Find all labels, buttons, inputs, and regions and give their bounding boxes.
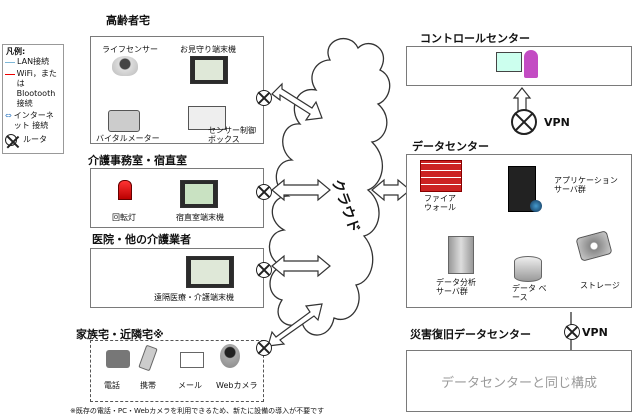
elderly-home-title: 高齢者宅: [106, 14, 150, 27]
duty-terminal-label: 宿直室端末機: [176, 213, 224, 222]
globe-icon: [530, 200, 542, 212]
vital-meter-label: バイタルメーター: [96, 134, 160, 143]
monitor-icon: [190, 56, 228, 84]
life-sensor-label: ライフセンサー: [102, 45, 158, 54]
family-box: [90, 340, 264, 402]
camera-icon: [112, 56, 138, 76]
router-care: [256, 184, 272, 200]
sensor-box-icon: [188, 106, 226, 130]
router-hospital: [256, 262, 272, 278]
internet-arrow-icon: ⇔: [5, 111, 12, 120]
data-center-title: データセンター: [412, 140, 489, 153]
duty-terminal-icon: [180, 180, 218, 208]
care-office-title: 介護事務室・宿直室: [88, 154, 187, 167]
wifi-line-sample: [5, 74, 15, 75]
router-vpn-top: [511, 109, 537, 135]
vpn-bottom-label: VPN: [582, 326, 608, 339]
family-note: ※既存の電話・PC・Webカメラを利用できるため、新たに設備の導入が不要です: [70, 407, 325, 415]
legend-internet: インターネット 接続: [13, 111, 54, 130]
legend-box: 凡例: LAN接続 WiFi，または Blootooth接続 ⇔ インターネット…: [2, 44, 64, 154]
sensor-box-label: センサー制御ボックス: [208, 126, 256, 144]
hospital-box: [90, 248, 264, 308]
legend-lan: LAN接続: [17, 57, 50, 66]
legend-title: 凡例:: [6, 47, 26, 56]
database-icon: [514, 256, 542, 282]
watch-terminal-label: お見守り端末機: [180, 45, 236, 54]
hospital-title: 医院・他の介護業者: [92, 233, 191, 246]
router-vpn-bottom: [564, 324, 580, 340]
router-elderly: [256, 90, 272, 106]
phone-icon: [106, 350, 130, 368]
mobile-label: 携帯: [140, 381, 156, 390]
vital-meter-icon: [108, 110, 140, 132]
router-family: [256, 340, 272, 356]
remote-terminal-label: 遠隔医療・介護端末機: [154, 293, 234, 302]
legend-router: ルータ: [23, 135, 47, 144]
mail-icon: [180, 352, 204, 368]
analysis-server-label: データ分析 サーバ群: [436, 278, 476, 296]
rotating-light-icon: [118, 180, 132, 200]
operator-monitor-icon: [496, 52, 522, 72]
rotating-light-label: 回転灯: [112, 213, 136, 222]
legend-wifi: WiFi，または Blootooth接続: [16, 69, 57, 108]
lan-line-sample: [5, 61, 15, 63]
firewall-icon: [420, 160, 462, 192]
router-icon: [5, 134, 17, 146]
analysis-server-icon: [448, 236, 474, 274]
webcam-icon: [220, 344, 240, 368]
app-server-label: アプリケーション サーバ群: [554, 176, 618, 194]
phone-label: 電話: [104, 381, 120, 390]
operator-icon: [524, 50, 538, 78]
dr-center-box: データセンターと同じ構成: [406, 350, 632, 412]
family-title: 家族宅・近隣宅※: [76, 328, 164, 341]
database-label: データ ベース: [512, 284, 547, 302]
dr-center-content: データセンターと同じ構成: [440, 375, 597, 391]
dr-center-title: 災害復旧データセンター: [410, 328, 531, 341]
remote-terminal-icon: [186, 256, 234, 288]
firewall-label: ファイア ウォール: [424, 194, 456, 212]
vpn-top-label: VPN: [544, 116, 570, 129]
webcam-label: Webカメラ: [216, 381, 258, 390]
storage-label: ストレージ: [580, 281, 620, 290]
mail-label: メール: [178, 381, 202, 390]
control-center-title: コントロールセンター: [420, 32, 530, 45]
